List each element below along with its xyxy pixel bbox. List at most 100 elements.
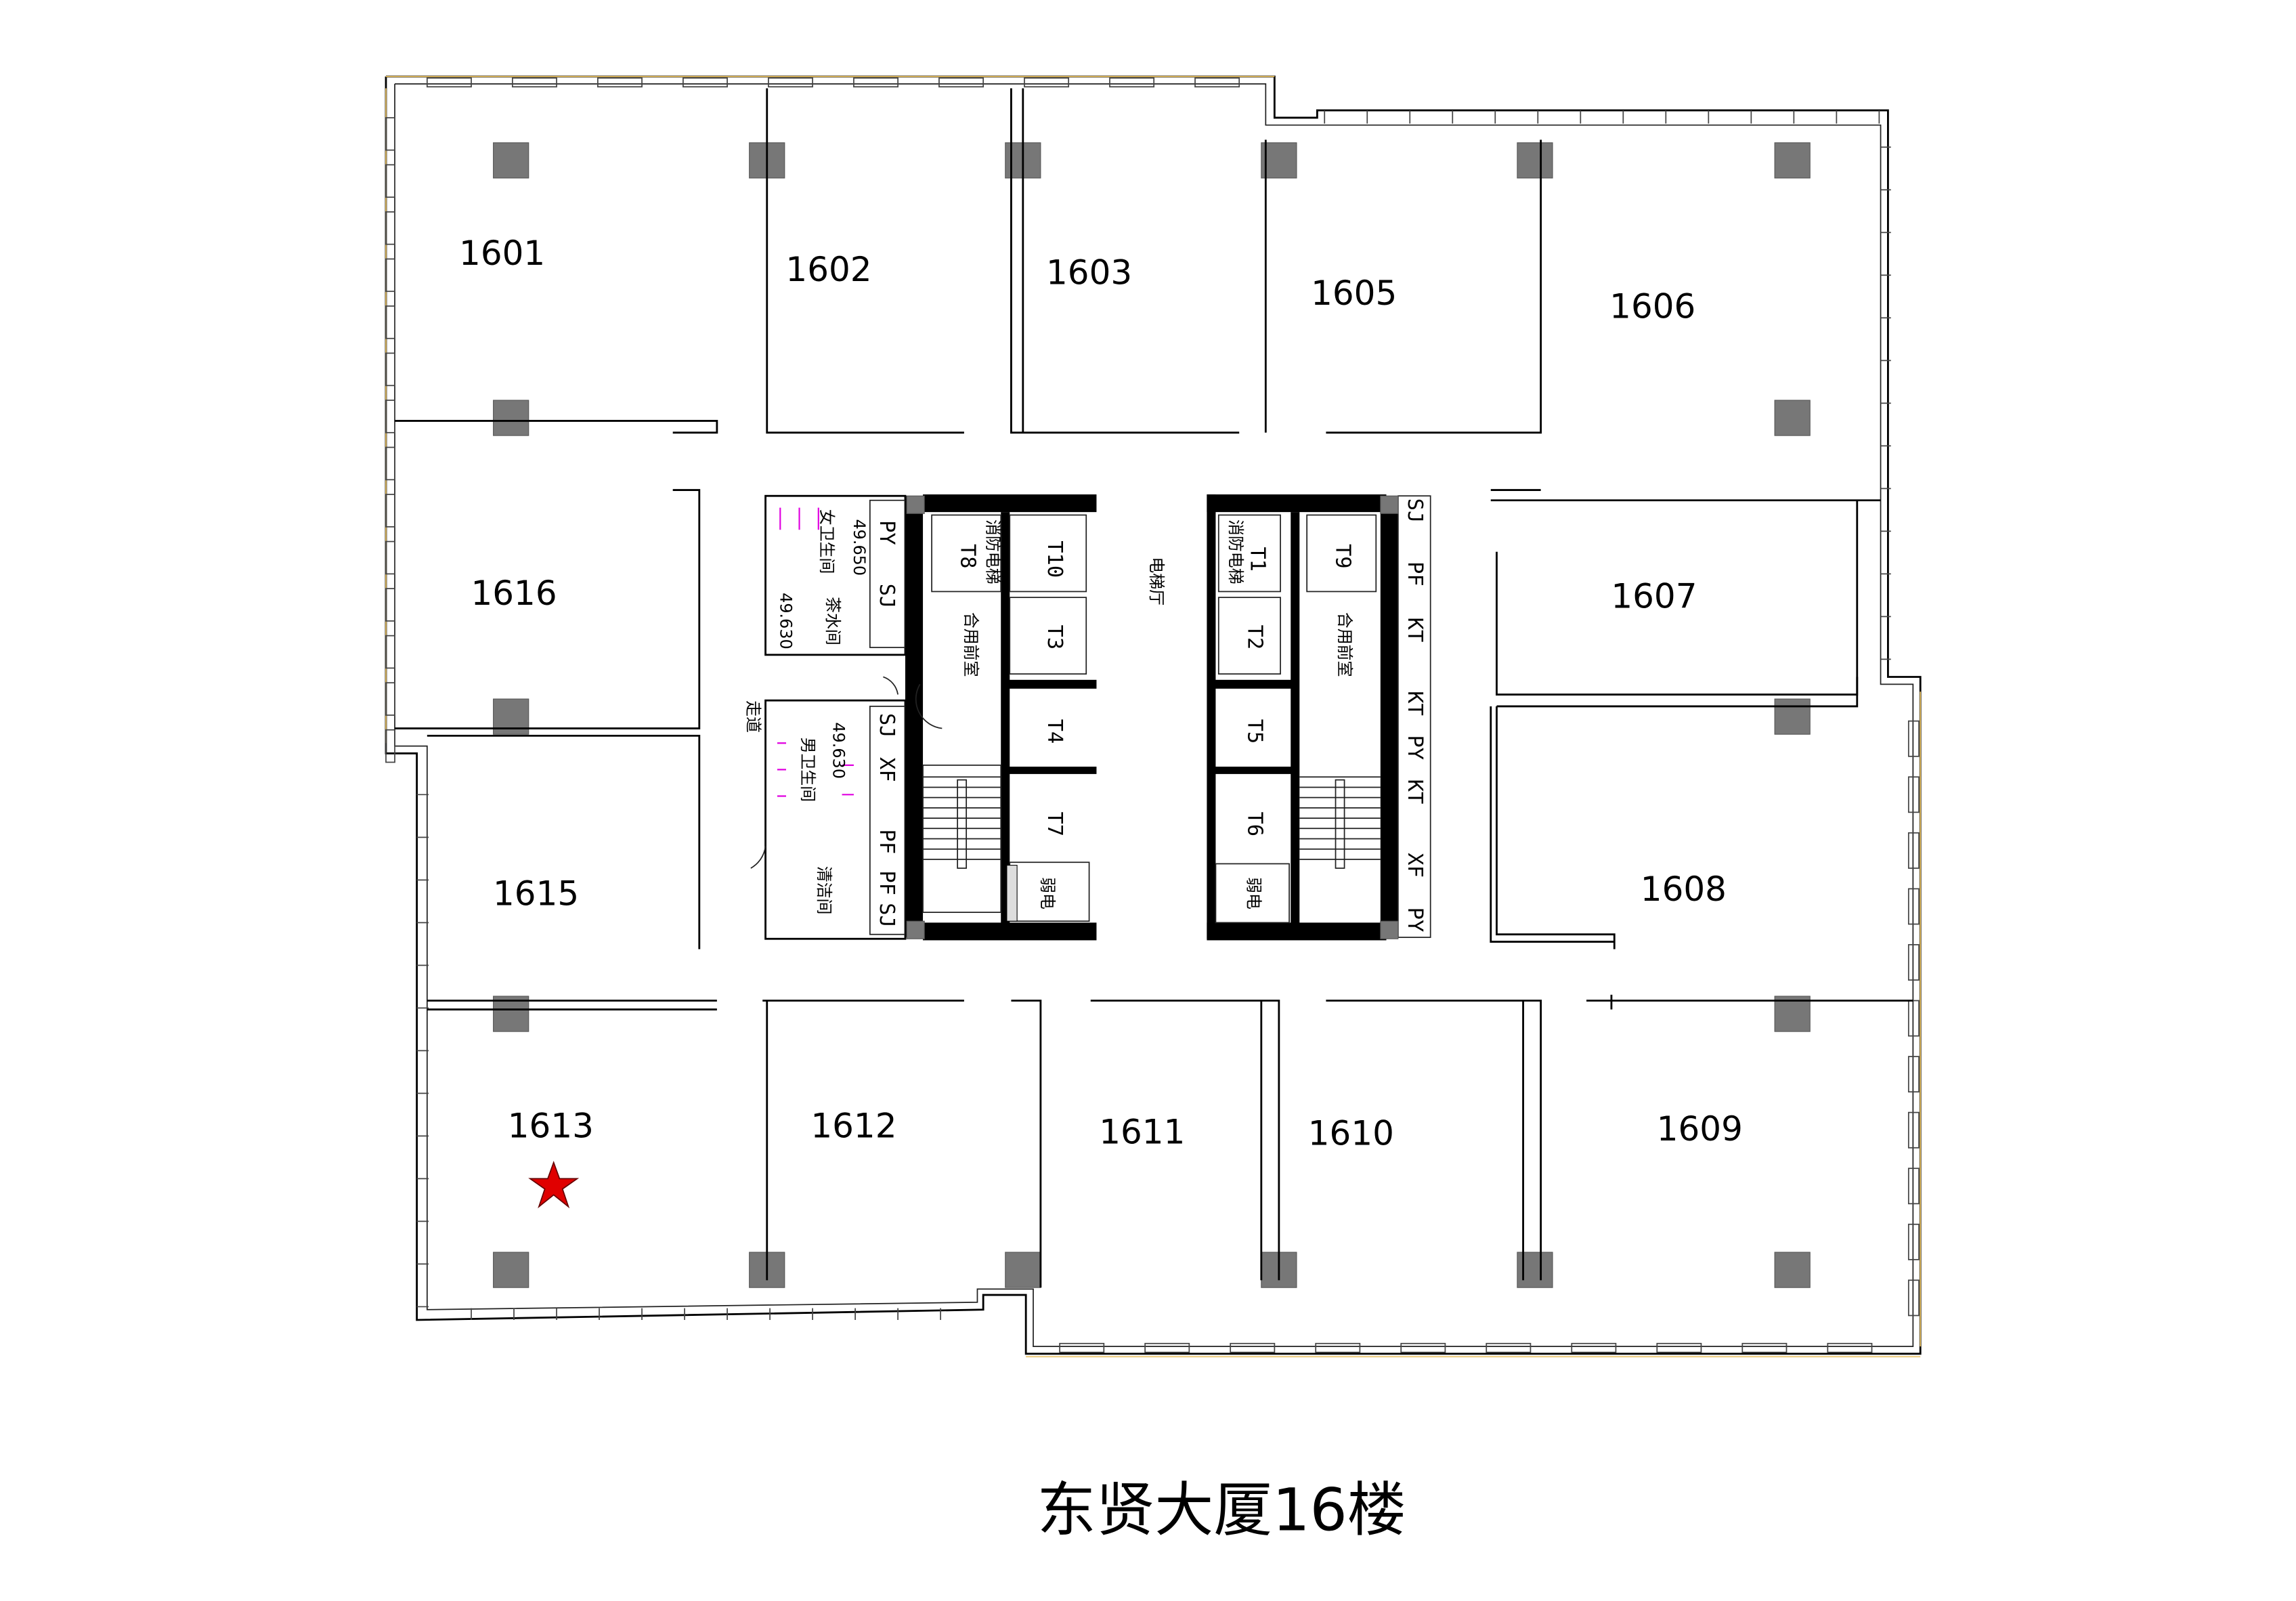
- window: [385, 305, 395, 339]
- window: [1907, 1168, 1920, 1205]
- elevator-label-t9: T9: [1331, 544, 1355, 569]
- room-labels: 1601 1602 1603 1605 1606 1616 1607 1615 …: [459, 234, 1743, 1153]
- room-1610[interactable]: 1610: [1308, 1113, 1394, 1153]
- stair-handrail: [1335, 779, 1345, 869]
- window: [1109, 77, 1155, 88]
- column: [493, 1252, 529, 1288]
- elevation-top: 49.650: [850, 519, 869, 576]
- column: [493, 996, 529, 1032]
- shaft-label: XF: [875, 757, 898, 782]
- room-1608[interactable]: 1608: [1641, 870, 1727, 909]
- shaft-label: SJ: [875, 713, 898, 738]
- shaft-label: KT: [1403, 780, 1427, 805]
- windows: [385, 77, 1920, 1353]
- elevator-label-t5: T5: [1242, 719, 1266, 744]
- room-1606[interactable]: 1606: [1609, 286, 1695, 326]
- elevator-label-t10: T10: [1043, 540, 1066, 578]
- structural-columns: [493, 142, 1811, 1288]
- shaft-label: SJ: [875, 584, 898, 609]
- window: [1024, 77, 1070, 88]
- room-1603[interactable]: 1603: [1046, 253, 1132, 292]
- core-labels: 电梯厅 合用前室 合用前室 消防电梯 消防电梯 男卫生间 女卫生间 茶水间 清洁…: [744, 509, 1354, 915]
- window: [768, 77, 813, 88]
- shaft-label: PY: [1403, 908, 1427, 933]
- column: [493, 400, 529, 436]
- window: [1059, 1342, 1105, 1353]
- shaft-label: KT: [1403, 691, 1427, 716]
- red-star-icon: [528, 1160, 580, 1209]
- window: [385, 588, 395, 622]
- window: [385, 494, 395, 528]
- label-tea-room: 茶水间: [823, 597, 842, 645]
- column: [1517, 142, 1553, 179]
- window: [1827, 1342, 1873, 1353]
- window: [1907, 1223, 1920, 1260]
- room-1609[interactable]: 1609: [1657, 1109, 1743, 1149]
- window: [385, 682, 395, 716]
- room-1613[interactable]: 1613: [508, 1107, 594, 1146]
- label-mens-wc: 男卫生间: [798, 738, 817, 803]
- window: [1230, 1342, 1276, 1353]
- elevator-label-t4: T4: [1043, 719, 1066, 744]
- label-anteroom-left: 合用前室: [961, 612, 980, 677]
- elevator-label-t8: T8: [956, 544, 980, 569]
- window: [385, 635, 395, 669]
- window: [1907, 720, 1920, 757]
- window: [1400, 1342, 1446, 1353]
- window: [385, 729, 395, 763]
- shaft-label: PY: [1403, 735, 1427, 760]
- partition-walls: [395, 88, 1913, 1288]
- elevator-label-t7: T7: [1043, 811, 1066, 836]
- window: [511, 77, 557, 88]
- room-1615[interactable]: 1615: [493, 874, 579, 913]
- window: [385, 258, 395, 293]
- column: [1774, 400, 1811, 436]
- label-elevator-hall: 电梯厅: [1147, 557, 1166, 605]
- room-1611[interactable]: 1611: [1099, 1112, 1185, 1151]
- window: [1907, 1000, 1920, 1037]
- room-1605[interactable]: 1605: [1311, 274, 1397, 313]
- left-core: [750, 494, 1097, 941]
- room-1616[interactable]: 1616: [471, 574, 557, 613]
- elevator-label-t6: T6: [1242, 811, 1266, 836]
- window: [1907, 888, 1920, 925]
- room-1601[interactable]: 1601: [459, 234, 545, 273]
- window: [597, 77, 643, 88]
- window: [853, 77, 898, 88]
- label-womens-wc: 女卫生间: [817, 509, 836, 574]
- window: [385, 400, 395, 433]
- label-weak-current-left: 弱电: [1038, 877, 1057, 910]
- room-1602[interactable]: 1602: [785, 250, 871, 289]
- label-cleaning-room: 清洁间: [815, 866, 833, 915]
- window: [385, 116, 395, 151]
- label-fire-elevator-right: 消防电梯: [1226, 519, 1245, 584]
- window: [1486, 1342, 1532, 1353]
- elevation-tea: 49.630: [776, 593, 795, 649]
- shaft-label: XF: [1403, 853, 1427, 878]
- shaft-label: SJ: [875, 903, 898, 928]
- window: [385, 211, 395, 245]
- elevator-label-t1: T1: [1246, 547, 1270, 572]
- room-1612[interactable]: 1612: [810, 1107, 896, 1146]
- window: [1144, 1342, 1190, 1353]
- room-1607[interactable]: 1607: [1611, 576, 1697, 616]
- stair-handrail: [957, 779, 968, 869]
- window: [385, 446, 395, 481]
- window: [426, 77, 472, 88]
- right-core: [1207, 494, 1431, 941]
- window: [1741, 1342, 1788, 1353]
- column: [1261, 142, 1297, 179]
- window: [1907, 1111, 1920, 1149]
- page-title: 东贤大厦16楼: [1037, 1476, 1406, 1545]
- shaft-label: KT: [1403, 618, 1427, 643]
- window: [1571, 1342, 1617, 1353]
- window: [1907, 776, 1920, 813]
- window: [385, 352, 395, 387]
- column: [1005, 1252, 1041, 1288]
- window: [385, 540, 395, 575]
- window: [385, 164, 395, 198]
- label-corridor: 走道: [744, 700, 763, 733]
- elevation-wc: 49.630: [829, 722, 848, 779]
